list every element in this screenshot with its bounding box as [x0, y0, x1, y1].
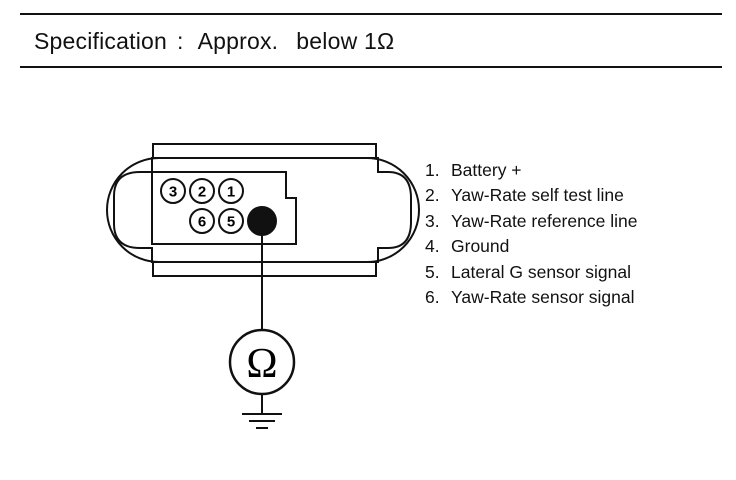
pin-1 [218, 178, 244, 204]
pin-6-label: 6 [198, 214, 206, 231]
pin-legend: 1. Battery + 2. Yaw-Rate self test line 3.… [425, 158, 637, 310]
legend-item-number: 1. [425, 160, 440, 180]
spec-approx: Approx. [197, 28, 279, 54]
pin-2 [189, 178, 215, 204]
specification-line: Specification: Approx. below 1Ω [34, 28, 394, 55]
legend-item-number: 2. [425, 185, 440, 206]
legend-item-text: Ground [451, 236, 510, 257]
pin-recess [151, 171, 297, 245]
legend-item-number: 3. [425, 210, 440, 231]
legend-item-text: Yaw-Rate self test line [451, 185, 624, 206]
ohmmeter-symbol: Ω [246, 341, 277, 387]
legend-item: 5. Lateral G sensor signal [425, 260, 637, 285]
legend-item-number: 6. [425, 287, 440, 308]
pin-2-label: 2 [198, 184, 206, 201]
pin-3-label: 3 [169, 184, 177, 201]
pin-5-label: 5 [227, 214, 235, 231]
legend-item-text: Lateral G sensor signal [451, 261, 631, 282]
legend-item-number: 4. [425, 236, 440, 257]
connector-inner-cavity [113, 157, 412, 263]
connector-bottom-tab [152, 262, 377, 277]
connector-top-tab [152, 143, 377, 158]
legend-item-text: Yaw-Rate reference line [451, 210, 638, 231]
pin-6 [189, 208, 215, 234]
pin-4-probe [247, 206, 277, 236]
pin-5 [218, 208, 244, 234]
spec-label: Specification [34, 28, 168, 54]
legend-item: 3. Yaw-Rate reference line [425, 209, 637, 234]
legend-item: 2. Yaw-Rate self test line [425, 183, 637, 208]
pin-1-label: 1 [227, 184, 235, 201]
spec-value: below 1Ω [296, 28, 395, 54]
legend-item: 1. Battery + [425, 158, 637, 183]
legend-item-number: 5. [425, 261, 440, 282]
legend-item: 6. Yaw-Rate sensor signal [425, 285, 637, 310]
spec-separator: : [177, 28, 184, 54]
legend-item: 4. Ground [425, 234, 637, 259]
pin-3 [160, 178, 186, 204]
header-top-rule [20, 13, 722, 15]
header-bottom-rule [20, 66, 722, 68]
legend-item-text: Yaw-Rate sensor signal [451, 287, 635, 308]
legend-item-text: Battery + [451, 160, 522, 180]
